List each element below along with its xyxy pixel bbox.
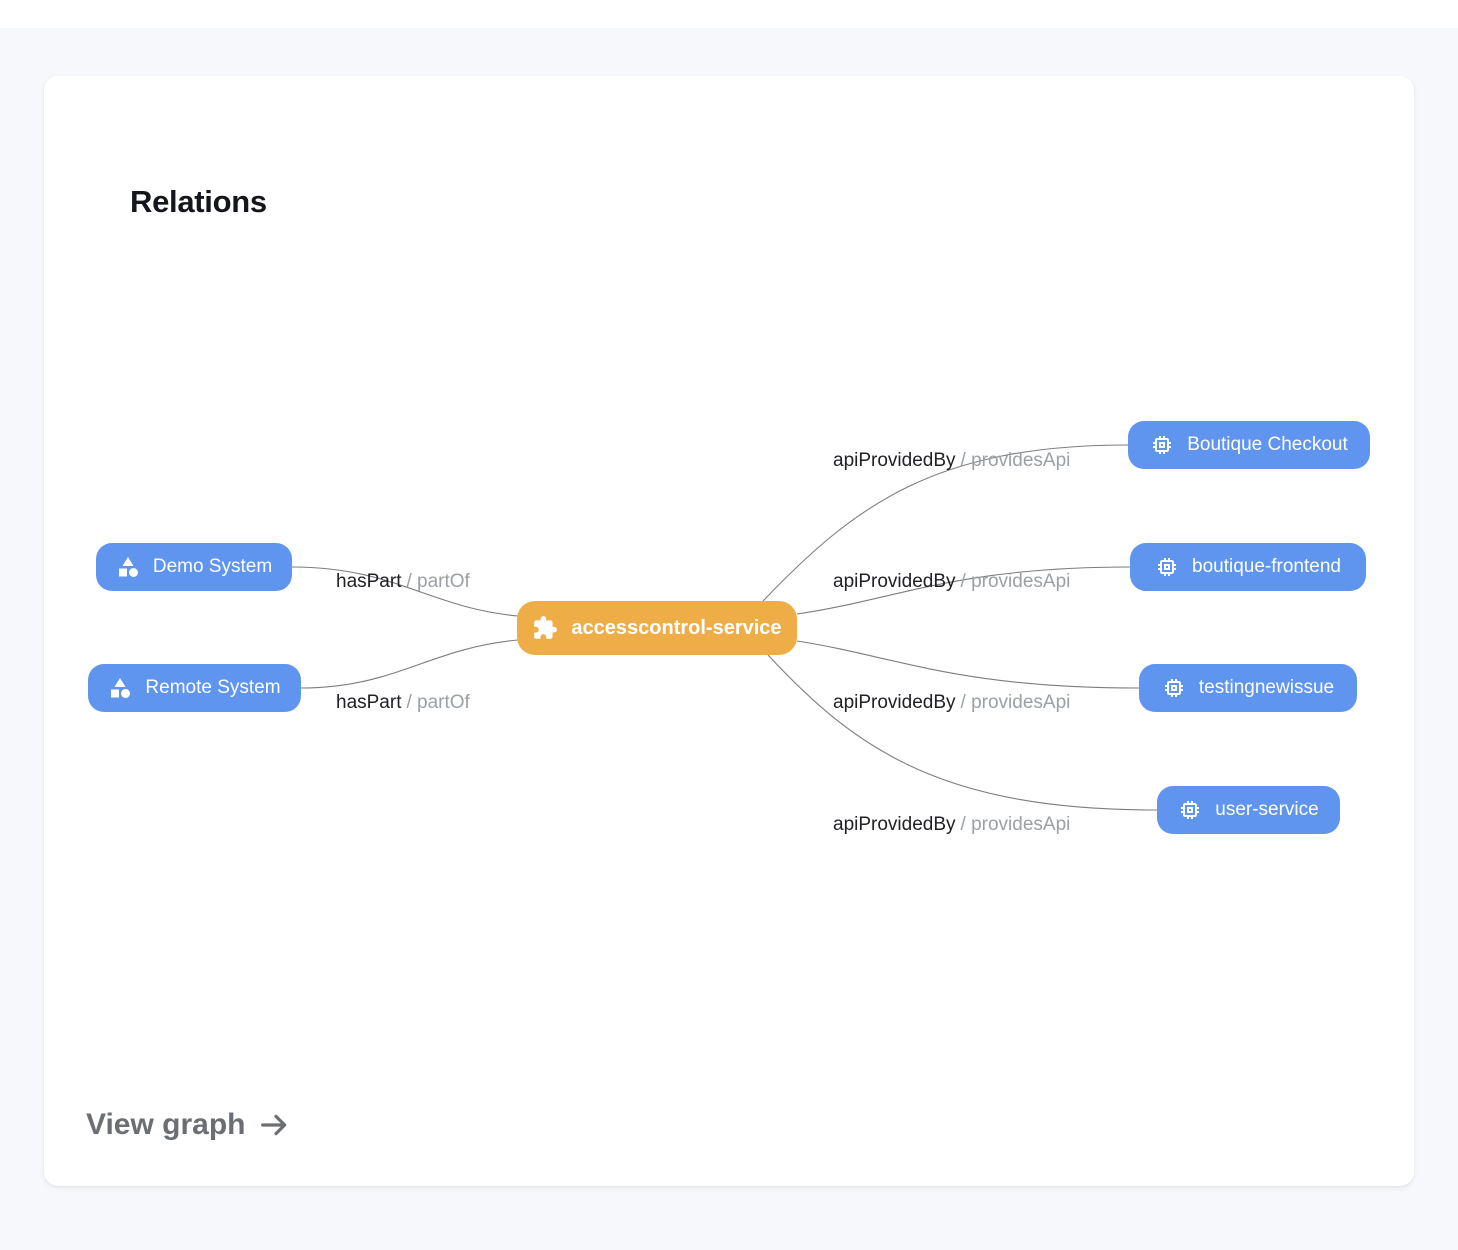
edge-boutique-frontend-apiprovidedby: [796, 566, 1131, 615]
node-boutique-checkout[interactable]: Boutique Checkout: [1128, 421, 1370, 469]
node-label: Remote System: [145, 677, 281, 698]
node-label: accesscontrol-service: [571, 616, 782, 639]
edge-label-primary: apiProvidedBy: [833, 450, 956, 471]
memory-icon: [1178, 798, 1202, 822]
edge-label-haspart-demo: hasPart/ partOf: [336, 571, 470, 593]
edge-user-service-apiprovidedby: [767, 654, 1158, 811]
node-remote-system[interactable]: Remote System: [88, 664, 301, 712]
edge-remote-system-haspart: [300, 639, 519, 689]
edge-label-primary: hasPart: [336, 692, 402, 713]
edge-label-apiprovidedby-frontend: apiProvidedBy/ providesApi: [833, 571, 1070, 593]
edge-label-secondary: / providesApi: [960, 692, 1071, 713]
edge-label-primary: apiProvidedBy: [833, 692, 956, 713]
edge-demo-system-haspart: [291, 566, 519, 617]
edge-label-primary: apiProvidedBy: [833, 571, 956, 592]
memory-icon: [1155, 555, 1179, 579]
edge-label-secondary: / partOf: [406, 692, 470, 713]
node-testingnewissue[interactable]: testingnewissue: [1139, 664, 1357, 712]
card-title: Relations: [130, 184, 267, 219]
extension-icon: [532, 615, 558, 641]
edge-label-primary: apiProvidedBy: [833, 814, 956, 835]
node-label: boutique-frontend: [1192, 556, 1341, 577]
edge-label-apiprovidedby-checkout: apiProvidedBy/ providesApi: [833, 450, 1070, 472]
edge-label-secondary: / providesApi: [960, 450, 1071, 471]
node-boutique-frontend[interactable]: boutique-frontend: [1130, 543, 1366, 591]
edge-testingnewissue-apiprovidedby: [796, 640, 1140, 689]
node-demo-system[interactable]: Demo System: [96, 543, 292, 591]
node-accesscontrol-service[interactable]: accesscontrol-service: [517, 601, 797, 655]
category-icon: [108, 676, 132, 700]
node-label: testingnewissue: [1198, 677, 1335, 698]
category-icon: [116, 555, 140, 579]
memory-icon: [1150, 433, 1174, 457]
view-graph-link[interactable]: View graph: [86, 1108, 290, 1142]
edge-label-apiprovidedby-testing: apiProvidedBy/ providesApi: [833, 692, 1070, 714]
edge-label-primary: hasPart: [336, 571, 402, 592]
edge-label-secondary: / providesApi: [960, 814, 1071, 835]
edge-label-haspart-remote: hasPart/ partOf: [336, 692, 470, 714]
node-label: user-service: [1215, 799, 1319, 820]
edge-boutique-checkout-apiprovidedby: [762, 444, 1129, 602]
arrow-right-icon: [260, 1114, 286, 1136]
memory-icon: [1162, 676, 1186, 700]
edge-label-secondary: / providesApi: [960, 571, 1071, 592]
edge-label-secondary: / partOf: [406, 571, 470, 592]
view-graph-label: View graph: [86, 1108, 246, 1141]
node-user-service[interactable]: user-service: [1157, 786, 1340, 834]
node-label: Boutique Checkout: [1187, 434, 1348, 455]
edge-label-apiprovidedby-userservice: apiProvidedBy/ providesApi: [833, 814, 1070, 836]
node-label: Demo System: [152, 556, 273, 577]
